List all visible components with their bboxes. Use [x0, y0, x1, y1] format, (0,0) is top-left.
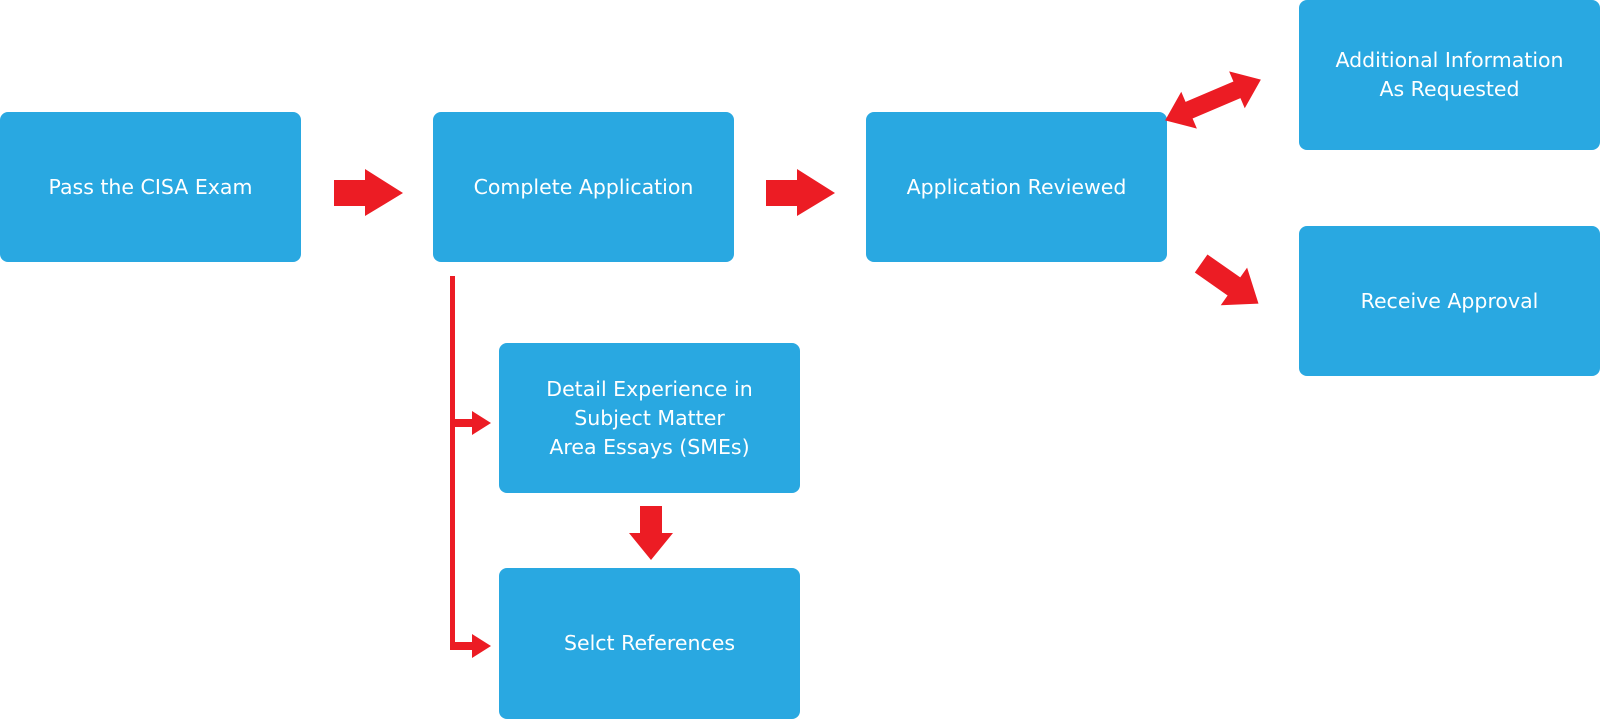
- arrow-apply-to-review: [766, 169, 835, 216]
- step-pass-cisa-exam: Pass the CISA Exam: [0, 112, 301, 262]
- step-application-reviewed: Application Reviewed: [866, 112, 1167, 262]
- arrow-bracket-to-detail: [450, 411, 491, 435]
- step-select-references: Selct References: [499, 568, 800, 719]
- arrow-detail-to-references: [629, 506, 673, 560]
- arrow-bracket-to-references: [450, 634, 491, 658]
- bracket-vertical-line: [450, 276, 455, 650]
- step-additional-information: Additional Information As Requested: [1299, 0, 1600, 150]
- step-complete-application: Complete Application: [433, 112, 734, 262]
- arrow-review-to-additional: [1165, 71, 1261, 129]
- arrow-pass-to-apply: [334, 169, 403, 216]
- arrow-review-to-approval: [1194, 254, 1259, 306]
- step-receive-approval: Receive Approval: [1299, 226, 1600, 376]
- step-detail-experience-smes: Detail Experience in Subject Matter Area…: [499, 343, 800, 493]
